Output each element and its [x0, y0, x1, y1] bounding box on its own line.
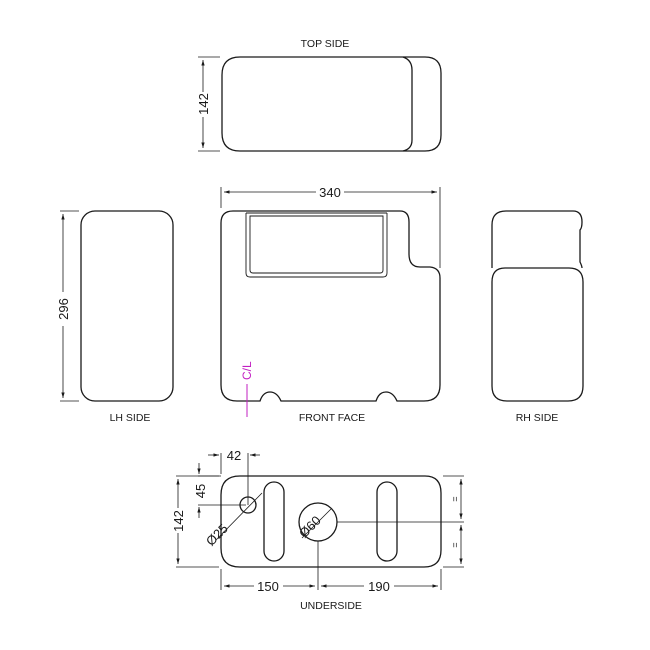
top-side-outline — [221, 56, 442, 152]
top-side-depth-dimension: 142 — [196, 93, 211, 115]
underside-hole-offset-x: 42 — [227, 448, 241, 463]
lh-side-view: 296 LH SIDE — [56, 210, 174, 424]
equal-mark-upper: = — [450, 496, 460, 501]
lh-side-label: LH SIDE — [110, 412, 151, 424]
front-face-width-dimension: 340 — [319, 185, 341, 200]
underside-left-to-outlet: 150 — [257, 579, 279, 594]
centerline-label: C/L — [240, 361, 254, 380]
top-side-inner-edge — [402, 56, 413, 152]
top-side-view: TOP SIDE 142 — [196, 38, 442, 152]
rh-side-label: RH SIDE — [516, 412, 559, 424]
underside-label: UNDERSIDE — [300, 600, 362, 612]
rh-side-upper-outline — [491, 210, 583, 269]
front-face-label: FRONT FACE — [299, 412, 365, 424]
underside-outline — [220, 475, 442, 568]
underside-small-hole-diameter: Ø25 — [203, 521, 231, 549]
rh-side-lower-outline — [491, 267, 584, 402]
lh-side-height-dimension: 296 — [56, 298, 71, 320]
underside-hole-offset-y: 45 — [193, 484, 208, 498]
lh-side-outline — [80, 210, 174, 402]
front-face-view: 340 C/L FRONT FACE — [220, 185, 441, 424]
underside-slot-right — [376, 481, 398, 562]
underside-outlet-to-right: 190 — [368, 579, 390, 594]
underside-depth-dimension: 142 — [171, 510, 186, 532]
underside-slot-left — [263, 481, 285, 562]
equal-mark-lower: = — [450, 542, 460, 547]
top-side-label: TOP SIDE — [301, 38, 350, 50]
underside-view: 42 45 Ø25 Ø60 142 150 190 — [171, 448, 464, 612]
front-face-outline — [220, 210, 441, 402]
rh-side-view: RH SIDE — [491, 210, 584, 424]
